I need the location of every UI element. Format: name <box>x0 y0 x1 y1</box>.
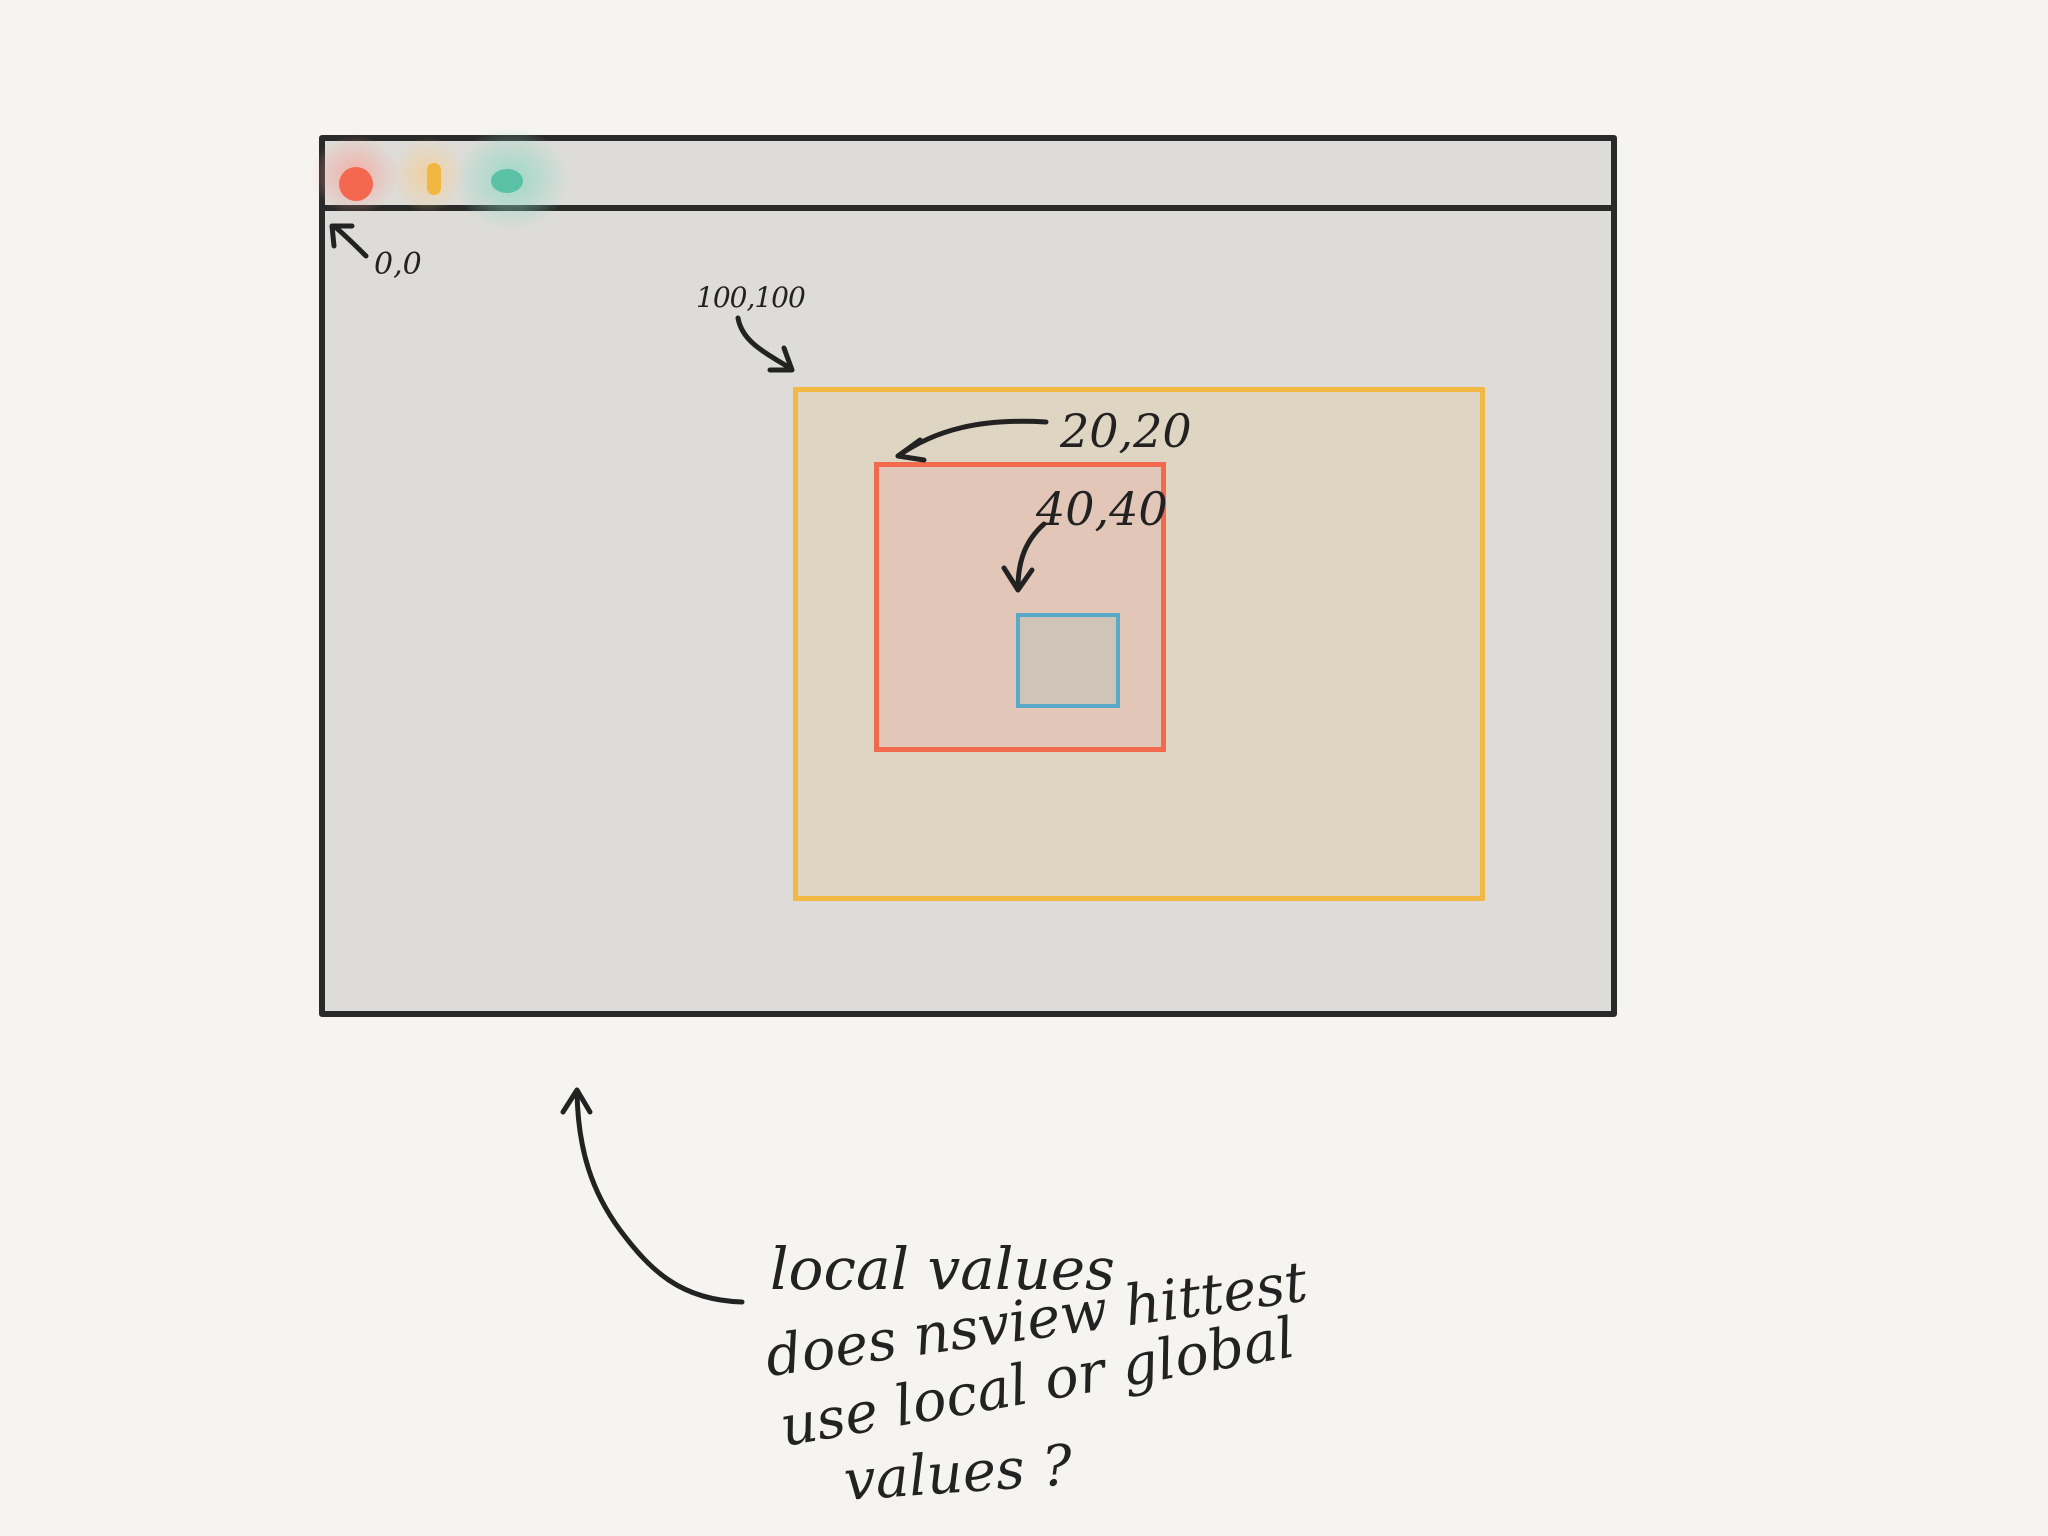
window-titlebar <box>311 127 1611 231</box>
local-values-arrowhead <box>560 1087 593 1115</box>
middle-box-label: 20,20 <box>1060 404 1192 458</box>
zoom-dot[interactable] <box>491 169 523 193</box>
inner-box-label: 40,40 <box>1036 482 1168 536</box>
close-dot[interactable] <box>339 167 373 201</box>
minimize-dot[interactable] <box>427 163 441 195</box>
outer-box-label: 100,100 <box>696 281 806 314</box>
question-line-3: values ? <box>841 1433 1075 1514</box>
local-values-arrow <box>574 1089 745 1305</box>
local-values-note: local values <box>770 1235 1115 1303</box>
inner-view-box <box>1016 613 1120 708</box>
origin-label: 0,0 <box>374 247 422 282</box>
